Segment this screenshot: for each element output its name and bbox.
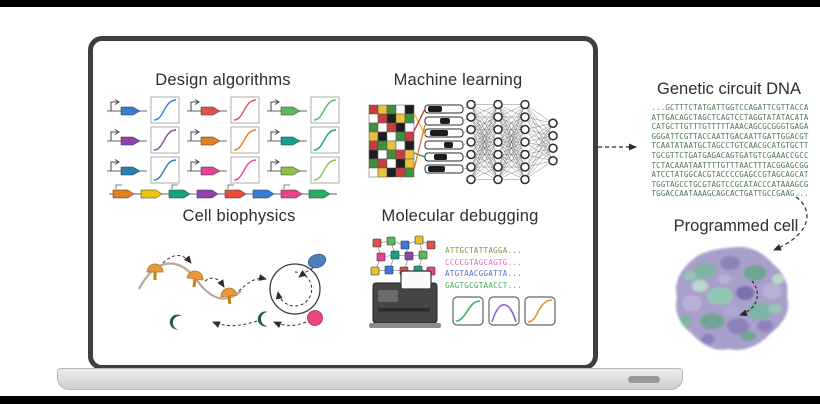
membrane-protein-icon [146, 263, 164, 280]
dna-sequence-line: ATCCTATGGCACGTACCCCGAGCCGTAGCAGCAT [651, 170, 809, 180]
circuit-designs-illustration [107, 96, 340, 199]
dna-section-title: Genetic circuit DNA [657, 80, 801, 98]
crescent-protein-icon [169, 314, 182, 330]
laptop-base-notch [628, 376, 660, 383]
neural-network-icon [462, 99, 558, 185]
machine-learning-illustration [368, 99, 558, 185]
trace-plot-icons [452, 296, 556, 326]
encoding-bars-icon [424, 104, 464, 174]
sequencing-read: CCCCGTAGCAGTG... [445, 257, 523, 267]
molecule-network-icon [370, 235, 436, 276]
panel-title-machine-learning: Machine learning [393, 71, 523, 89]
blue-molecule-icon [307, 253, 327, 269]
membrane-protein-icon [220, 287, 238, 305]
pink-molecule-icon [307, 310, 323, 326]
cell-body [675, 246, 789, 350]
feature-link-lines [413, 108, 426, 170]
dna-sequence-line: TGGTAGCCTGCGTAGTCCGCATACCCATAAAGCG [651, 179, 809, 189]
sequencer-icon [369, 270, 441, 328]
circuit-variant-glyphs [107, 96, 340, 184]
laptop-base [57, 368, 683, 390]
panel-title-cell-biophysics: Cell biophysics [182, 207, 296, 225]
dna-sequence-line: ATTGACAGCTAGCTCAGTCCTAGGTATATACATA [651, 112, 809, 122]
bottom-border-bar [0, 396, 820, 404]
kinetics-dashed-arrow [238, 274, 267, 292]
sequencing-read: ATGTAACGGATTA... [445, 269, 523, 278]
dna-sequence-line: TCAATATAATGCTAGCCTGTCAACGCATGTGCTT [651, 141, 809, 151]
panel-title-molecular-debugging: Molecular debugging [381, 207, 539, 225]
arrow-laptop-to-dna [598, 143, 637, 151]
kinetics-dashed-arrow [273, 321, 307, 329]
dna-sequence-line: TCTACAAATAATTTTGTTTAACTTTACGGAGCGG [651, 160, 809, 170]
cycle-dashed-arrow [275, 271, 313, 307]
kinetics-dashed-arrow [298, 267, 314, 278]
cell-biophysics-illustration [138, 253, 327, 330]
arrow-dna-to-cell [773, 196, 808, 251]
kinetics-dashed-arrow [162, 255, 192, 264]
molecular-debugging-illustration [369, 235, 556, 328]
panel-title-design-algorithms: Design algorithms [155, 71, 291, 89]
dna-sequence-line: GGGATTCGTTACCAATTGACAATTGATTGGACGT [651, 131, 809, 141]
cell-section-title: Programmed cell [673, 217, 799, 235]
laptop-screen: Design algorithms Machine learning Cell … [88, 36, 598, 370]
sequencing-read: ATTGCTATTAGGA... [445, 246, 523, 255]
membrane-protein-icon [186, 270, 204, 288]
assembled-construct-icon [109, 184, 337, 199]
dna-sequence-line: ...GCTTTCTATGATTGGTCCAGATTCGTTACCA [651, 103, 809, 112]
programmed-cell-illustration [675, 246, 789, 350]
cycle-circle [269, 263, 321, 315]
dna-sequence-line: CATGCTTGTTTGTTTTTAAACAGCGCGGGTGAGA [651, 122, 809, 132]
cell-texture [675, 246, 789, 350]
kinetics-dashed-arrow [212, 320, 258, 328]
kinetics-dashed-arrow [204, 277, 225, 288]
crescent-protein-icon [257, 311, 268, 327]
dna-sequence-line: TGCGTTCTGATGAGACAGTGATGTCGAAACCGCC [651, 150, 809, 160]
intracellular-dashed-arrow [739, 280, 758, 317]
input-heatmap-grid-icon [368, 104, 415, 178]
sequencing-reads: ATTGCTATTAGGA... CCCCGTAGCAGTG... ATGTAA… [445, 245, 522, 291]
dna-sequence-block: ...GCTTTCTATGATTGGTCCAGATTCGTTACCA ATTGA… [640, 103, 820, 199]
dna-sequence-line: TGGACCAATAAAGCAGCACTGATTGCCGAAG... [651, 189, 809, 199]
top-border-bar [0, 0, 820, 7]
sequencing-read: GAGTGCGTAACCT... [445, 280, 523, 290]
